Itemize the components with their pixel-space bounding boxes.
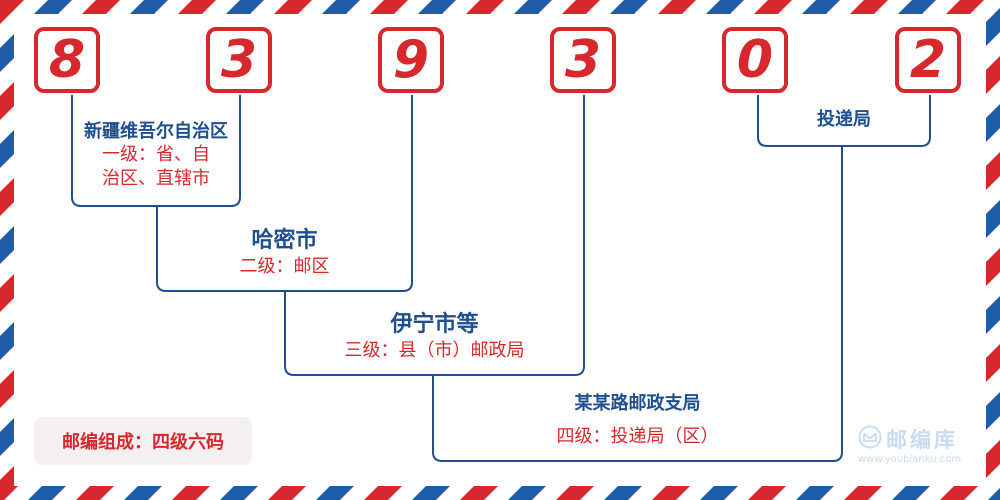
postcode-summary: 邮编组成：四级六码 [34,417,252,465]
bracket-level-4 [432,145,843,462]
logo-name: 邮编库 [886,428,958,452]
postcode-digit-5: 0 [722,27,788,93]
level-1-desc-line-1: 一级：省、自 [102,144,210,166]
level-2-place: 哈密市 [251,227,318,253]
level-2-label: 哈密市 二级：邮区 [157,226,412,278]
connector-lines [71,95,931,462]
level-3-desc: 三级：县（市）邮政局 [344,339,525,361]
level-3-label: 伊宁市等 三级：县（市）邮政局 [285,310,584,362]
postcode-digit-6: 2 [895,27,961,93]
bracket-delivery [757,95,931,147]
postcode-digit-1: 8 [34,27,100,93]
postcode-digit-3: 9 [378,27,444,93]
level-1-place: 新疆维吾尔自治区 [84,121,228,142]
bracket-level-3 [284,95,585,376]
delivery-place: 投递局 [817,109,871,130]
site-logo: 邮编库 www.youbianku.com [858,424,982,468]
level-1-desc-line-2: 治区、直辖市 [102,167,210,189]
level-2-desc: 二级：邮区 [239,255,330,277]
level-4-place: 某某路邮政支局 [574,393,701,414]
level-4-label: 某某路邮政支局 四级：投递局（区） [433,392,842,449]
level-4-desc: 四级：投递局（区） [556,426,719,448]
level-3-place: 伊宁市等 [390,311,479,337]
delivery-label: 投递局 [758,108,930,131]
level-1-label: 新疆维吾尔自治区 一级：省、自 治区、直辖市 [72,120,240,190]
envelope-icon [858,425,882,449]
postcode-digit-4: 3 [550,27,616,93]
postcode-digit-2: 3 [206,27,272,93]
logo-url: www.youbianku.com [858,454,962,465]
